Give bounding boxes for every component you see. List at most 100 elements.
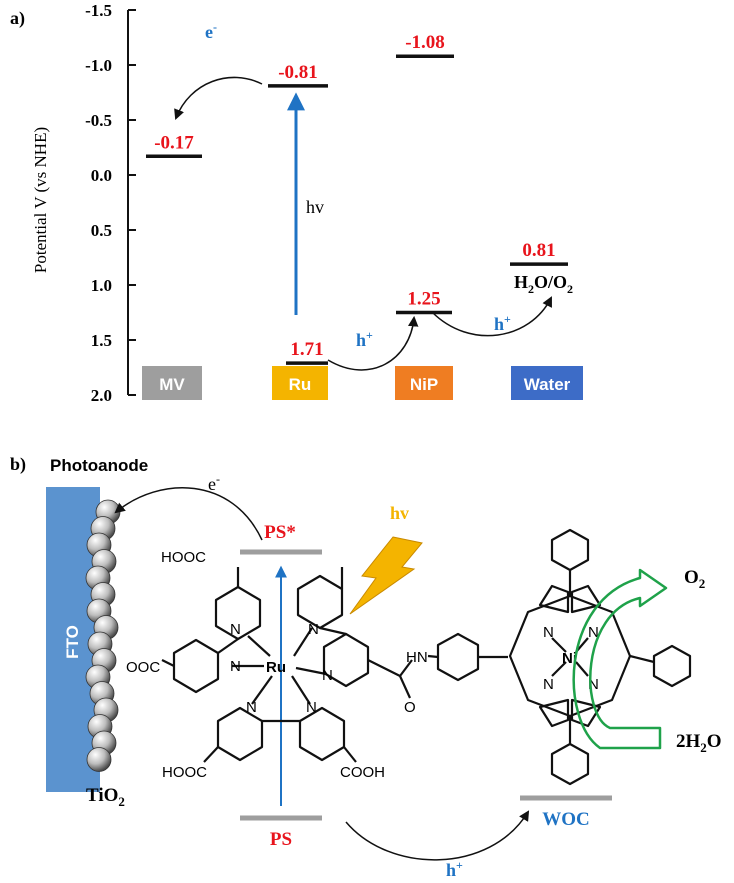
panel-b-label: b) (10, 454, 26, 475)
bond (427, 654, 439, 659)
water-label: 2H2O (676, 731, 722, 755)
electron-label-a: e- (205, 20, 217, 42)
ru-atom: Ru (266, 659, 286, 676)
n-atom: N (322, 667, 333, 684)
hole-label-b: h+ (446, 858, 463, 880)
n-atom: N (230, 621, 241, 638)
n-atom: N (588, 676, 599, 693)
phenyl-ring (550, 742, 590, 786)
coordination-bond (291, 675, 311, 705)
bond (398, 675, 412, 699)
panel-a: a) -1.5-1.0-0.50.00.51.01.52.0 Potential… (10, 1, 583, 405)
energy-level-value: -0.81 (278, 62, 318, 83)
ru-complex: HOOC OOC HOOC COOH Ru N N N N N N HN O (126, 549, 508, 781)
bond (399, 659, 413, 677)
y-axis-ticks: -1.5-1.0-0.50.00.51.01.52.0 (85, 1, 136, 405)
category-label: Ru (289, 375, 312, 394)
hole-label-a2: h+ (494, 312, 511, 334)
ps-label: PS (270, 829, 292, 850)
o2-label: O2 (684, 567, 705, 591)
water-oxidation-arrow (572, 568, 668, 750)
n-atom: N (543, 676, 554, 693)
y-tick-label: 1.0 (91, 276, 112, 295)
coordination-bond (251, 675, 273, 705)
coordination-bond (295, 666, 327, 676)
category-box (395, 366, 453, 400)
woc-label: WOC (542, 809, 590, 830)
panel-a-label: a) (10, 8, 25, 29)
hole-transfer-arrow-2 (431, 296, 552, 337)
category-box (511, 366, 583, 400)
panel-b: b) Photoanode FTO TiO2 e- PS* PS hv (10, 454, 722, 880)
electron-label-b: e- (208, 472, 220, 494)
ps-star-label: PS* (264, 522, 296, 543)
electron-transfer-arrow (174, 76, 263, 120)
fto-label: FTO (63, 625, 82, 659)
amide-o: O (404, 699, 416, 716)
y-tick-label: 0.0 (91, 166, 112, 185)
coordination-bond (551, 637, 567, 653)
y-axis-label: Potential V (vs NHE) (31, 127, 50, 273)
hooc-top-group: HOOC (161, 549, 206, 566)
bond (203, 746, 219, 763)
bond (319, 626, 347, 636)
hole-label-a1: h+ (356, 328, 373, 350)
energy-level-value: 1.25 (407, 289, 440, 310)
photoanode-label: Photoanode (50, 456, 148, 475)
category-label: MV (159, 375, 185, 394)
amide-hn: HN (406, 649, 428, 666)
tio2-sphere (86, 747, 112, 772)
category-label: Water (524, 375, 571, 394)
hooc-bottom-group: HOOC (162, 764, 207, 781)
n-atom: N (308, 621, 319, 638)
h2o-o2-label: H2O/O2 (514, 272, 573, 296)
pyrrole-ring (570, 584, 602, 614)
y-tick-label: 1.5 (91, 331, 112, 350)
bond (217, 638, 239, 654)
energy-levels: -0.17-0.811.71-1.081.250.81 (146, 32, 568, 365)
pyrrole-ring (570, 698, 602, 728)
coordination-bond (551, 661, 567, 677)
y-tick-label: -1.5 (85, 1, 112, 20)
energy-level-value: -1.08 (405, 32, 445, 53)
category-box (142, 366, 202, 400)
ni-atom: Ni (562, 650, 577, 667)
bond (629, 654, 655, 664)
bond (161, 659, 175, 667)
hole-transfer-arrow-1 (327, 315, 419, 371)
y-tick-label: -0.5 (85, 111, 112, 130)
pyridine-ring (322, 632, 370, 688)
y-tick-label: 2.0 (91, 386, 112, 405)
lightning-icon (349, 536, 423, 615)
n-atom: N (246, 699, 257, 716)
n-atom: N (588, 624, 599, 641)
ni-porphyrin: N N N N Ni (508, 528, 692, 786)
coordination-bond (575, 661, 589, 677)
phenyl-ring (652, 644, 692, 688)
pyrrole-ring (538, 584, 570, 614)
bond (343, 746, 357, 763)
ooc-group: OOC (126, 659, 160, 676)
phenyl-ring (436, 632, 480, 682)
cooh-group: COOH (340, 764, 385, 781)
y-tick-label: 0.5 (91, 221, 112, 240)
coordination-bond (293, 627, 313, 657)
hv-label-b: hv (390, 503, 409, 523)
electron-injection-arrow (114, 487, 263, 541)
n-atom: N (230, 658, 241, 675)
n-atom: N (543, 624, 554, 641)
hv-label-a: hv (306, 197, 324, 217)
phenyl-ring (550, 528, 590, 572)
pyridine-ring (172, 638, 220, 694)
tio2-nanoparticles (85, 499, 121, 772)
category-box (272, 366, 328, 400)
coordination-bond (247, 635, 271, 657)
pyrrole-ring (538, 698, 570, 728)
bond (367, 659, 401, 677)
n-atom: N (306, 699, 317, 716)
hole-transfer-arrow-b (345, 810, 530, 861)
energy-level-value: 1.71 (290, 339, 323, 360)
energy-level-value: 0.81 (522, 240, 555, 261)
